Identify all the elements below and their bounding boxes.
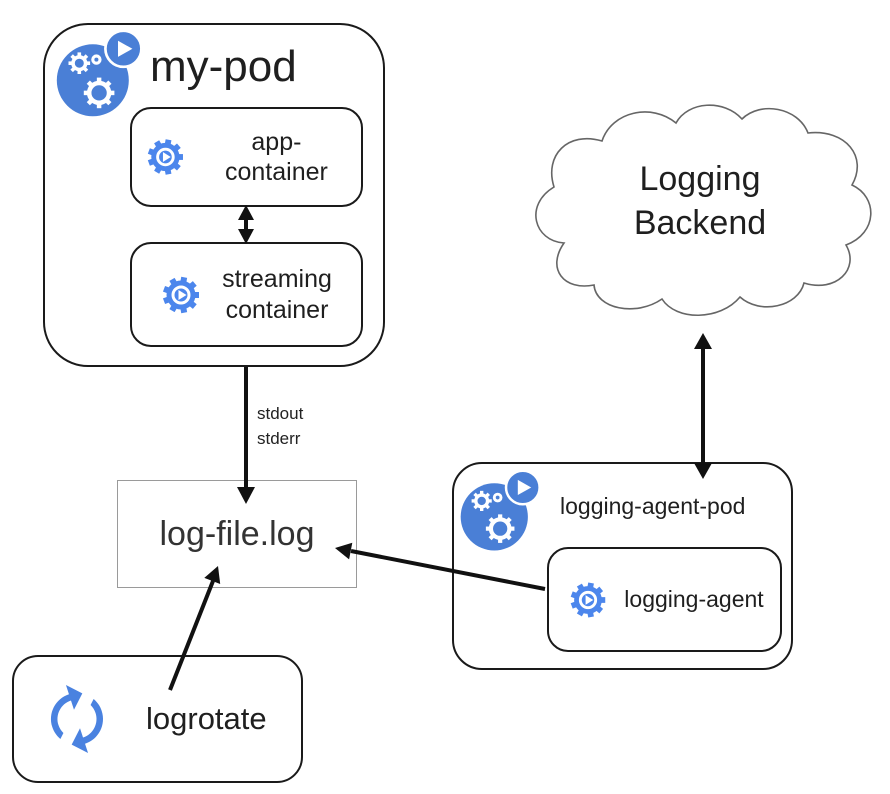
log-file-box: log-file.log [117,480,357,588]
logrotate-label: logrotate [146,701,267,736]
cloud-agent-arrow [694,333,712,479]
app-container-label: app-container [224,127,328,187]
streaming-container-label: streaming container [222,265,332,324]
app-container-box: app-container [130,107,363,207]
logging-backend-label: Logging Backend [633,160,767,242]
refresh-icon [51,684,103,754]
streaming-container-box: streaming container [130,242,363,347]
my-pod-title: my-pod [150,42,297,91]
container-icon [570,582,606,617]
container-icon [162,276,199,313]
logging-agent-label: logging-agent [624,586,764,613]
log-file-label: log-file.log [159,514,315,553]
logging-agent-pod-title: logging-agent-pod [560,493,746,519]
logging-agent-box: logging-agent [547,547,782,652]
small-gear-icon [471,490,503,511]
stdout-stderr-label: stdout stderr [257,404,304,448]
pod-icon [56,29,143,117]
logrotate-box: logrotate [12,655,303,783]
container-icon [147,139,183,175]
pod-icon [460,469,541,551]
big-gear-icon [485,514,515,543]
small-gear-icon [68,52,102,74]
big-gear-icon [83,77,115,109]
cloud-shape [535,104,872,316]
